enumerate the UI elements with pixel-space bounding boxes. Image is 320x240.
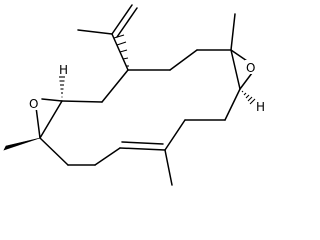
bond-ring-8	[94, 147, 121, 166]
bond-isopropenyl-vinyl-b	[116, 7, 138, 38]
atom-label-hydrogen-right: H	[256, 100, 265, 114]
wedge-left-methyl	[3, 137, 41, 151]
hashed-bonds	[59, 34, 256, 105]
bond-left-epoxide-co2	[35, 106, 41, 139]
left-epoxide	[35, 98, 63, 139]
atom-label-oxygen-left: O	[29, 97, 38, 111]
atom-label-oxygen-right: O	[246, 61, 255, 75]
bond-ring-10	[39, 137, 69, 166]
bond-ring-12	[101, 69, 129, 103]
bond-ring-double-a	[119, 147, 166, 151]
bond-isopropenyl-methyl	[77, 29, 113, 35]
isopropenyl-group	[77, 4, 138, 71]
macrocycle-bonds	[39, 49, 241, 186]
atom-label-hydrogen-left: H	[59, 63, 68, 77]
bond-ring-6	[164, 119, 186, 151]
bond-ring-2	[169, 49, 198, 71]
bond-ring-double-b	[121, 141, 164, 145]
bond-alkene-methyl	[164, 149, 173, 186]
bond-right-epoxide-cc	[230, 49, 241, 90]
bond-right-methyl	[230, 13, 236, 51]
atom-labels: O O H H	[28, 60, 265, 114]
hash-isopropenyl	[113, 34, 129, 67]
bond-isopropenyl-vinyl-a	[111, 4, 133, 35]
bond-ring-11	[61, 100, 103, 103]
right-epoxide	[230, 13, 253, 90]
molecule-structure-diagram: O O H H	[3, 4, 265, 186]
hash-right-h	[241, 90, 256, 105]
bond-right-epoxide-co2	[239, 72, 253, 90]
bond-ring-4	[224, 88, 241, 121]
bond-left-epoxide-co1	[41, 98, 63, 102]
bond-left-epoxide-cc	[39, 100, 63, 139]
wedge-bonds	[3, 137, 41, 151]
hash-left-h	[59, 76, 65, 98]
